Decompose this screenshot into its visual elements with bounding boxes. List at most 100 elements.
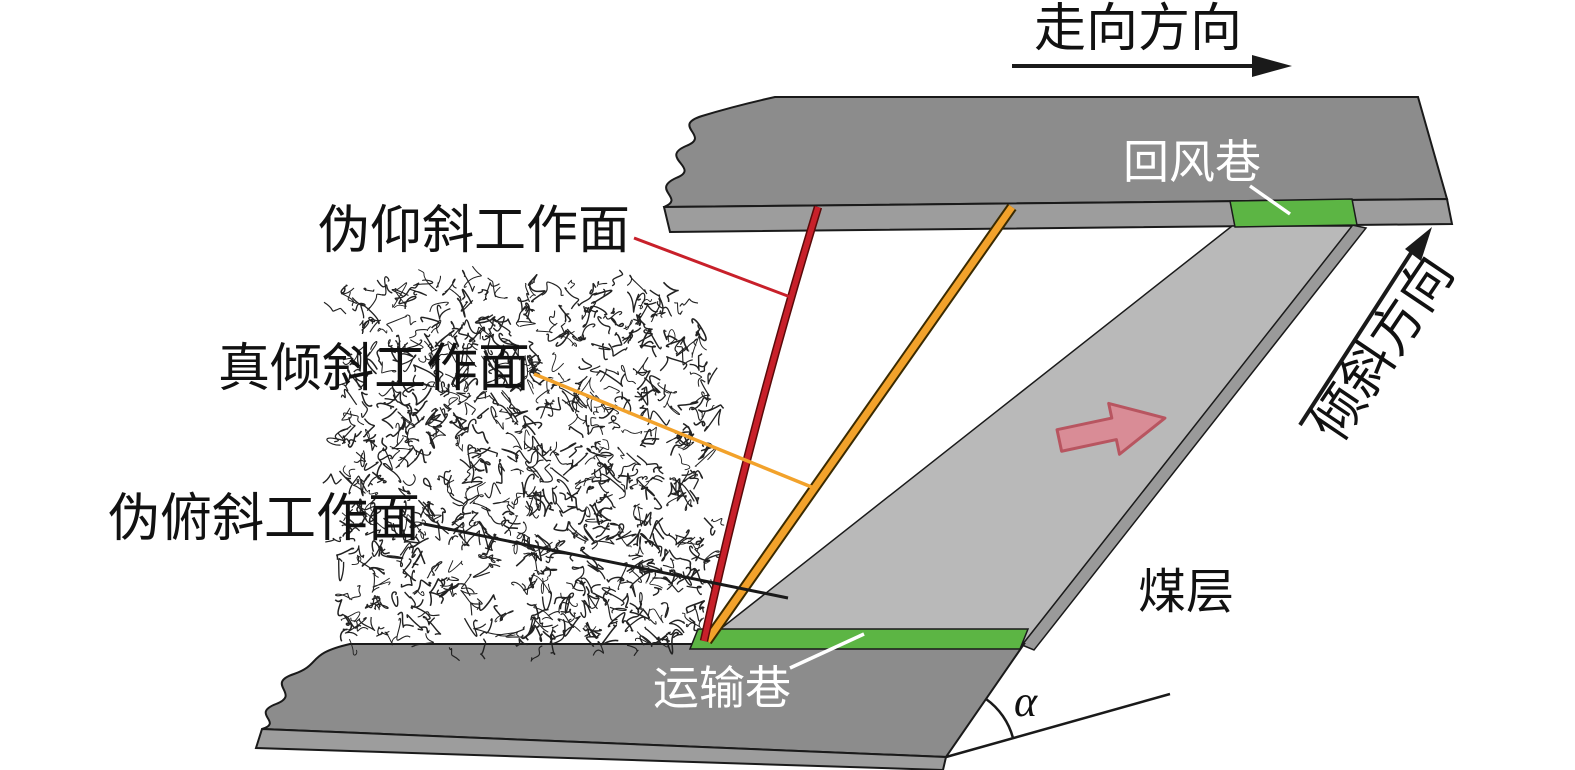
gob-scribble <box>574 477 589 485</box>
gob-scribble <box>413 579 432 596</box>
gob-scribble <box>439 383 450 398</box>
gob-scribble <box>599 368 620 382</box>
gob-scribble <box>461 478 483 490</box>
gob-scribble <box>636 478 656 497</box>
gob-scribble <box>531 354 543 365</box>
gob-scribble <box>386 314 408 333</box>
gob-scribble <box>585 634 600 648</box>
gob-scribble <box>515 638 528 648</box>
gob-scribble <box>498 459 506 472</box>
gob-scribble <box>562 459 578 476</box>
gob-scribble <box>494 369 509 386</box>
gob-scribble <box>445 397 459 409</box>
gob-scribble <box>549 451 568 465</box>
gob-scribble <box>384 380 396 401</box>
advance-arrow-icon <box>1055 401 1167 456</box>
gob-scribble <box>411 633 434 648</box>
gob-scribble <box>638 476 654 488</box>
gob-scribble <box>527 435 547 454</box>
gob-scribble <box>501 448 520 460</box>
gob-scribble <box>691 548 700 562</box>
gob-scribble <box>383 517 397 533</box>
gob-scribble <box>676 433 689 447</box>
gob-scribble <box>530 539 542 562</box>
gob-scribble <box>451 512 472 526</box>
gob-scribble <box>360 476 369 497</box>
gob-scribble <box>484 482 502 499</box>
gob-scribble <box>450 320 459 330</box>
gob-scribble <box>500 392 519 417</box>
gob-scribble <box>566 582 584 592</box>
gob-scribble <box>652 586 663 597</box>
gob-scribble <box>343 615 353 631</box>
gob-scribble <box>365 429 372 444</box>
gob-scribble <box>470 464 483 484</box>
gob-scribble <box>352 479 366 494</box>
gob-scribble <box>361 556 373 567</box>
gob-scribble <box>384 630 398 646</box>
gob-scribble <box>617 462 636 479</box>
gob-scribble <box>667 629 683 639</box>
gob-scribble <box>526 486 541 498</box>
gob-scribble <box>336 547 355 560</box>
gob-scribble <box>534 624 544 642</box>
gob-scribble <box>340 287 355 307</box>
gob-scribble <box>366 341 378 357</box>
gob-scribble <box>376 348 383 366</box>
gob-scribble <box>406 404 413 422</box>
gob-scribble <box>399 542 418 556</box>
gob-scribble <box>469 510 479 524</box>
gob-scribble <box>695 324 701 337</box>
gob-scribble <box>397 500 407 520</box>
gob-scribble <box>456 582 471 597</box>
gob-scribble <box>455 363 470 386</box>
gob-scribble <box>589 282 597 295</box>
gob-scribble <box>687 540 704 550</box>
gob-scribble <box>479 618 493 637</box>
gob-scribble <box>652 466 664 475</box>
gob-scribble <box>564 313 570 323</box>
gob-scribble <box>558 304 572 323</box>
gob-scribble <box>360 450 366 468</box>
ground-reference-line <box>945 692 1171 759</box>
gob-scribble <box>425 407 439 426</box>
gob-scribble <box>694 448 717 467</box>
gob-scribble <box>617 528 632 548</box>
gob-scribble <box>468 326 486 343</box>
gob-scribble <box>682 470 698 483</box>
gob-scribble <box>632 368 648 377</box>
gob-scribble <box>402 558 412 579</box>
strike-direction-arrow <box>1012 55 1292 77</box>
gob-scribble <box>610 307 616 315</box>
gob-scribble <box>530 645 543 662</box>
gob-scribble <box>653 497 663 510</box>
gob-scribble <box>370 595 381 611</box>
gob-scribble <box>402 474 416 486</box>
gob-scribble <box>343 412 365 426</box>
gob-scribble <box>434 521 449 541</box>
upper-rock-slab-top <box>663 96 1449 208</box>
pseudo-decline-leader <box>423 522 789 600</box>
gob-scribble <box>608 343 628 357</box>
gob-scribble <box>429 413 444 424</box>
advance-arrow <box>1055 401 1167 456</box>
gob-scribble <box>462 485 470 509</box>
gob-scribble <box>602 343 609 361</box>
gob-scribble <box>435 341 448 347</box>
gob-scribble <box>700 606 705 613</box>
gob-scribble <box>561 505 577 514</box>
gob-scribble <box>363 461 379 471</box>
gob-scribble <box>626 291 640 313</box>
gob-scribble <box>346 527 361 542</box>
gob-scribble <box>449 417 462 424</box>
gob-scribble <box>640 532 654 547</box>
gob-scribble <box>471 424 489 444</box>
gob-scribble <box>557 618 572 623</box>
gob-scribble <box>677 401 699 411</box>
gob-scribble <box>394 282 420 302</box>
gob-scribble <box>660 602 670 619</box>
gob-scribble <box>521 578 538 592</box>
gob-scribble <box>361 391 373 407</box>
gob-scribble <box>522 415 537 429</box>
gob-scribble <box>411 550 423 569</box>
